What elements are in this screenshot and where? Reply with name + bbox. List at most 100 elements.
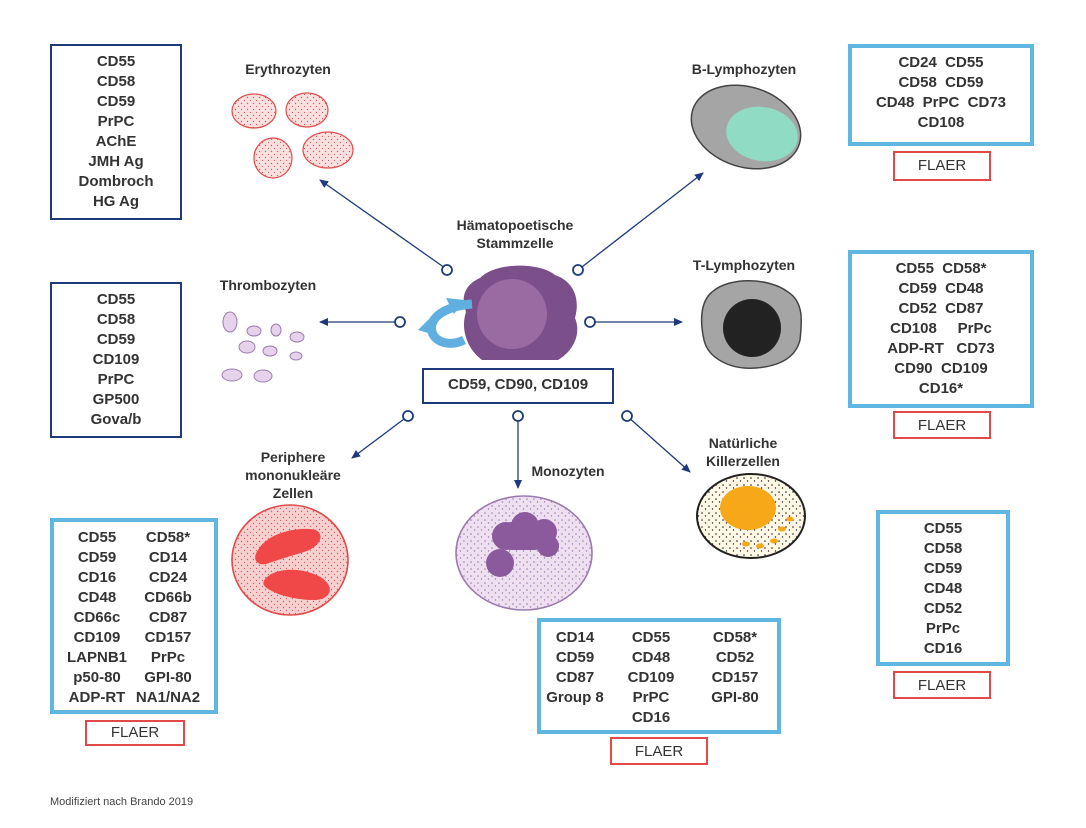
monocyte-graphic [455, 495, 593, 611]
b-lymphozyten-marker-box: CD24 CD55 CD58 CD59 CD48 PrPC CD73 CD108 [848, 44, 1034, 146]
marker: CD14 [148, 549, 188, 566]
label-pbmc: Periphere mononukleäre Zellen [218, 448, 368, 502]
marker-row: CD52 CD87 [898, 300, 984, 317]
marker-row: CD108 [917, 114, 965, 131]
t-lymphozyten-marker-box: CD55 CD58* CD59 CD48 CD52 CD87 CD108 PrP… [848, 250, 1034, 408]
b-lymphocyte-graphic [690, 84, 802, 170]
arrow-nk [626, 415, 691, 473]
flaer-box-b-lymph: FLAER [893, 151, 991, 181]
marker: CD58 [923, 540, 963, 557]
marker: CD24 [148, 569, 188, 586]
marker: CD48 [77, 589, 117, 606]
thrombozyten-marker-box: CD55 CD58 CD59 CD109 PrPC GP500 Gova/b [50, 282, 182, 438]
arrows [319, 172, 704, 489]
marker-row: CD90 CD109 [894, 360, 988, 377]
arrow-erythrozyten [319, 179, 446, 269]
marker: ADP-RT [68, 689, 126, 706]
marker: AChE [95, 133, 137, 150]
marker: CD55 [923, 520, 963, 537]
marker-row: CD16* [918, 380, 964, 397]
marker: CD109 [92, 351, 140, 368]
marker-row: CD24 CD55 [898, 54, 984, 71]
marker: PrPc [925, 620, 961, 637]
pbmc-title-line2: mononukleäre [245, 467, 341, 483]
nk-marker-box: CD55 CD58 CD59 CD48 CD52 PrPc CD16 [876, 510, 1010, 666]
marker: CD48 [631, 649, 671, 666]
marker-row: CD59 CD48 [898, 280, 984, 297]
marker: CD109 [73, 629, 121, 646]
label-nk: Natürliche Killerzellen [678, 434, 808, 470]
marker: CD157 [711, 669, 759, 686]
marker-row: CD58 CD59 [898, 74, 984, 91]
marker: CD59 [923, 560, 963, 577]
marker: p50-80 [73, 669, 121, 686]
marker: HG Ag [92, 193, 140, 210]
nk-title-line2: Killerzellen [706, 453, 780, 469]
marker: CD48 [923, 580, 963, 597]
stem-cell-graphic [418, 265, 578, 360]
marker: CD109 [627, 669, 675, 686]
marker: CD59 [555, 649, 595, 666]
flaer-box-pbmc: FLAER [85, 720, 185, 746]
footnote: Modifiziert nach Brando 2019 [50, 796, 194, 808]
marker: CD157 [144, 629, 192, 646]
marker: CD58 [96, 311, 136, 328]
pbmc-title-line3: Zellen [272, 485, 314, 501]
marker: CD55 [631, 629, 671, 646]
marker: NA1/NA2 [135, 689, 201, 706]
erythrozyten-marker-box: CD55 CD58 CD59 PrPC AChE JMH Ag Dombroch… [50, 44, 182, 220]
label-t-lymphozyten: T-Lymphozyten [692, 257, 796, 273]
marker: CD52 [715, 649, 755, 666]
marker: PrPC [97, 113, 135, 130]
marker: CD66b [144, 589, 192, 606]
t-lymphocyte-graphic [700, 280, 803, 369]
marker: CD14 [555, 629, 595, 646]
marker: CD55 [96, 53, 136, 70]
pbmc-marker-grid: CD55 CD58* CD59 CD14 CD16 CD24 CD48 CD66… [66, 528, 206, 708]
flaer-box-monozyten: FLAER [610, 737, 708, 765]
marker: CD55 [77, 529, 117, 546]
marker-row: CD48 PrPC CD73 [875, 94, 1007, 111]
marker: CD16 [923, 640, 963, 657]
marker: CD87 [148, 609, 188, 626]
nk-title-line1: Natürliche [708, 435, 778, 451]
stem-title-line1: Hämatopoetische [456, 217, 574, 233]
label-stammzelle: Hämatopoetische Stammzelle [425, 216, 605, 252]
flaer-box-nk: FLAER [893, 671, 991, 699]
marker: Gova/b [90, 411, 142, 428]
pbmc-graphic [231, 504, 349, 616]
thrombocyte-graphic [221, 311, 305, 383]
marker: CD16 [77, 569, 117, 586]
marker-row: CD55 CD58* [895, 260, 987, 277]
marker: CD87 [555, 669, 595, 686]
marker: JMH Ag [88, 153, 144, 170]
marker: GPI-80 [711, 689, 759, 706]
marker: PrPC [97, 371, 135, 388]
marker: PrPC [632, 689, 670, 706]
label-b-lymphozyten: B-Lymphozyten [691, 61, 797, 77]
marker: CD52 [923, 600, 963, 617]
marker: GPI-80 [144, 669, 192, 686]
marker: Dombroch [78, 173, 154, 190]
marker: LAPNB1 [66, 649, 127, 666]
marker: CD16 [631, 709, 671, 726]
marker: GP500 [92, 391, 140, 408]
label-thrombozyten: Thrombozyten [219, 277, 317, 293]
marker: Group 8 [546, 689, 604, 706]
monozyten-marker-box: CD14 CD55 CD58* CD59 CD48 CD52 CD87 CD10… [537, 618, 781, 734]
marker: CD66c [73, 609, 121, 626]
marker: CD55 [96, 291, 136, 308]
marker: CD59 [77, 549, 117, 566]
stem-marker-box: CD59, CD90, CD109 [422, 368, 614, 404]
nk-cell-graphic [696, 473, 806, 559]
marker [541, 708, 609, 728]
flaer-box-t-lymph: FLAER [893, 411, 991, 439]
marker-row: ADP-RT CD73 [887, 340, 995, 357]
label-erythrozyten: Erythrozyten [245, 61, 331, 77]
arrow-pbmc [351, 415, 409, 459]
marker: CD58* [712, 629, 758, 646]
label-monozyten: Monozyten [531, 463, 605, 479]
marker-row: CD108 PrPc [890, 320, 992, 337]
